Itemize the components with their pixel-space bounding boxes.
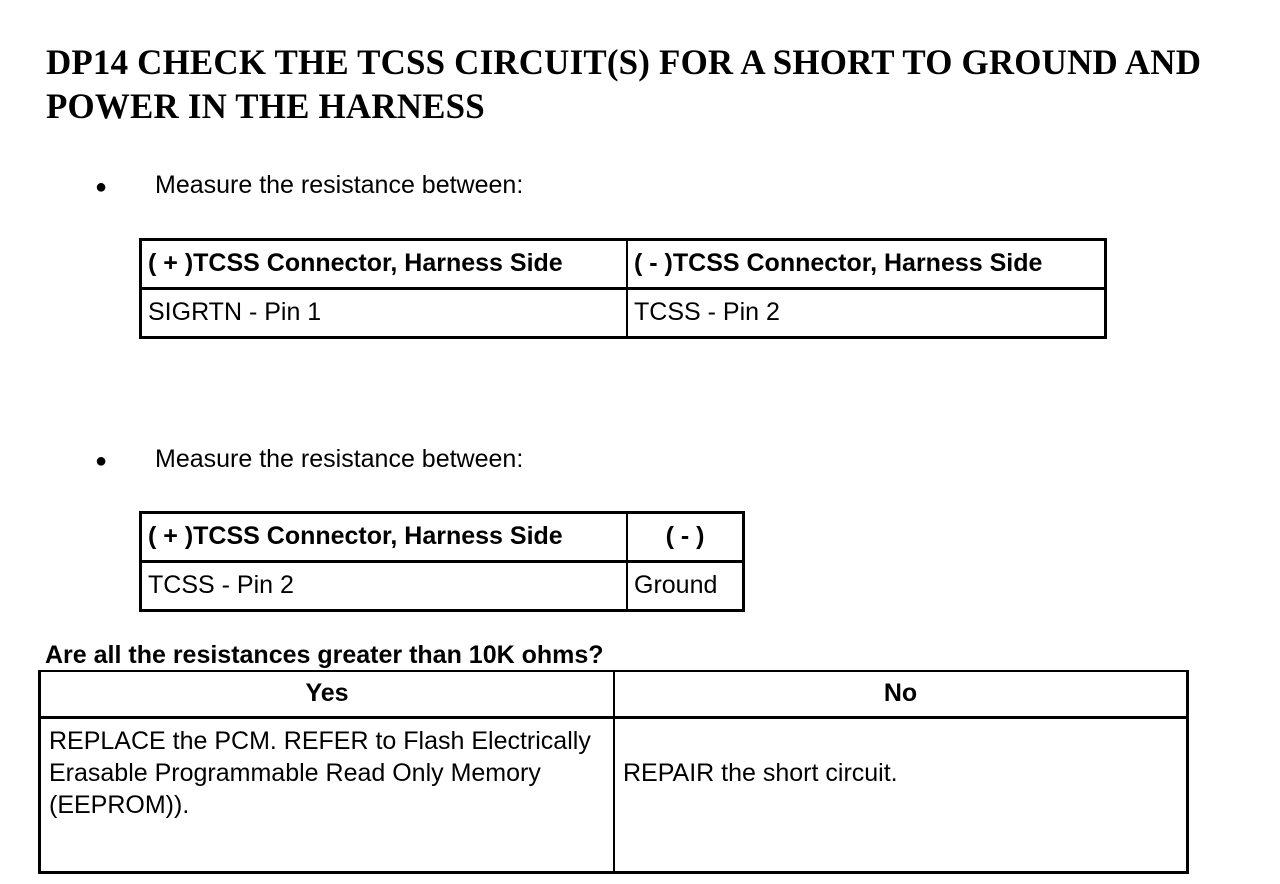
table-2-cell-negative: Ground	[626, 560, 745, 612]
table-1-cell-positive: SIGRTN - Pin 1	[139, 287, 628, 339]
table-2-header-positive: ( + )TCSS Connector, Harness Side	[139, 511, 628, 563]
decision-question: Are all the resistances greater than 10K…	[45, 641, 604, 669]
decision-action-no: REPAIR the short circuit.	[613, 716, 1189, 874]
table-2-header-negative: ( - )	[626, 511, 745, 563]
table-row: ( + )TCSS Connector, Harness Side ( - )	[139, 511, 745, 563]
step-2-instruction-text: Measure the resistance between:	[155, 445, 524, 473]
bullet-icon: ●	[95, 450, 108, 472]
table-1-header-positive: ( + )TCSS Connector, Harness Side	[139, 238, 628, 290]
table-row: REPLACE the PCM. REFER to Flash Electric…	[38, 716, 1189, 874]
decision-table: Yes No REPLACE the PCM. REFER to Flash E…	[38, 670, 1189, 874]
table-2-cell-positive: TCSS - Pin 2	[139, 560, 628, 612]
table-1-header-negative: ( - )TCSS Connector, Harness Side	[626, 238, 1107, 290]
table-row: ( + )TCSS Connector, Harness Side ( - )T…	[139, 238, 1107, 290]
decision-action-yes: REPLACE the PCM. REFER to Flash Electric…	[38, 716, 615, 874]
decision-header-yes: Yes	[38, 670, 615, 719]
table-row: SIGRTN - Pin 1 TCSS - Pin 2	[139, 287, 1107, 339]
bullet-icon: ●	[95, 176, 108, 198]
page-title: DP14 CHECK THE TCSS CIRCUIT(S) FOR A SHO…	[46, 42, 1211, 126]
measurement-table-1: ( + )TCSS Connector, Harness Side ( - )T…	[139, 238, 1107, 339]
table-1-cell-negative: TCSS - Pin 2	[626, 287, 1107, 339]
decision-header-no: No	[613, 670, 1189, 719]
measurement-table-2: ( + )TCSS Connector, Harness Side ( - ) …	[139, 511, 745, 612]
table-row: TCSS - Pin 2 Ground	[139, 560, 745, 612]
table-row: Yes No	[38, 670, 1189, 719]
step-1-instruction-row: ● Measure the resistance between:	[95, 170, 523, 202]
step-1-instruction-text: Measure the resistance between:	[155, 171, 524, 199]
step-2-instruction-row: ● Measure the resistance between:	[95, 444, 523, 476]
